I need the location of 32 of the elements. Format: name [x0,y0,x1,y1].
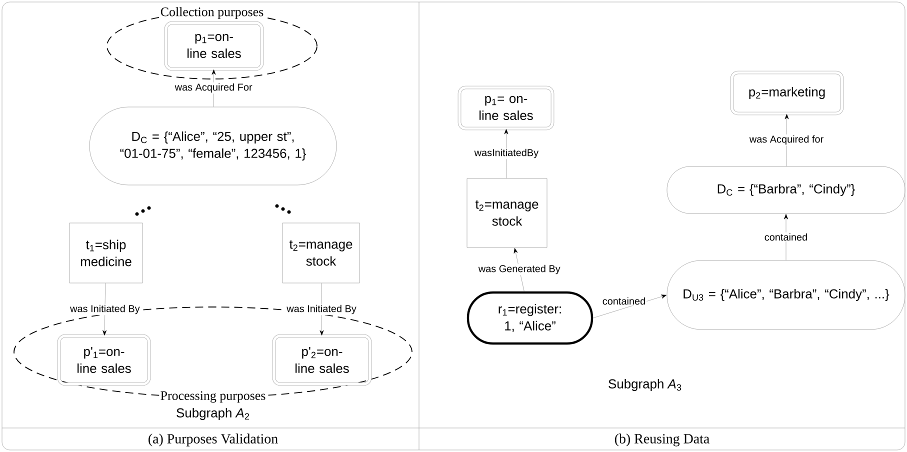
arrow [514,248,524,292]
record-box: r$_{1}$=register: 1, “Alice” [466,291,594,345]
arrow [212,70,216,107]
edge-label: was Generated By [477,264,562,276]
edge-label: contained [601,296,647,306]
task-box: t$_{2}$=manage stock [282,222,360,284]
purpose-box: p$_{1}$=on-line sales [164,21,264,71]
purpose-box: p$_{2}$=marketing [730,70,844,116]
panel-caption: (b) Reusing Data [614,434,710,446]
data-box: D$_{C}$ = {“Alice”, “25, upper st”, “01-01-75”, “female”, 123456, 1} [89,106,337,186]
edge-label: was Acquired for [748,134,825,146]
arrow [784,114,789,166]
arrow [504,129,508,178]
edge-label: was Acquired For [174,82,254,94]
arrow [102,283,107,336]
panel-caption: (a) Purposes Validation [148,434,278,446]
arrow [592,294,666,318]
purpose-box: p$_{1}$= on-line sales [458,86,554,130]
purpose-box: p'$_{2}$=on-line sales [272,334,372,386]
purpose-box: p'$_{1}$=on-line sales [57,334,151,386]
edge-label: was Initiated By [69,304,141,316]
edge-label: wasInitiatedBy [473,148,540,160]
edge-label: contained [763,232,809,242]
subgraph-label: Subgraph A$_{2}$ [176,408,250,420]
subgraph-label: Subgraph A$_{3}$ [608,378,682,392]
arrow [320,283,324,336]
edge-label: was Initiated By [286,304,358,316]
task-box: t$_{1}$=ship medicine [69,222,143,284]
data-box: D$_{U3}$ = {“Alice”, “Barbra”, “Cindy”, ...} [666,260,906,330]
arrow [784,214,788,260]
data-box: D$_{C}$ = {“Barbra”, “Cindy”} [666,166,906,214]
task-box: t$_{2}$=manage stock [466,178,548,248]
